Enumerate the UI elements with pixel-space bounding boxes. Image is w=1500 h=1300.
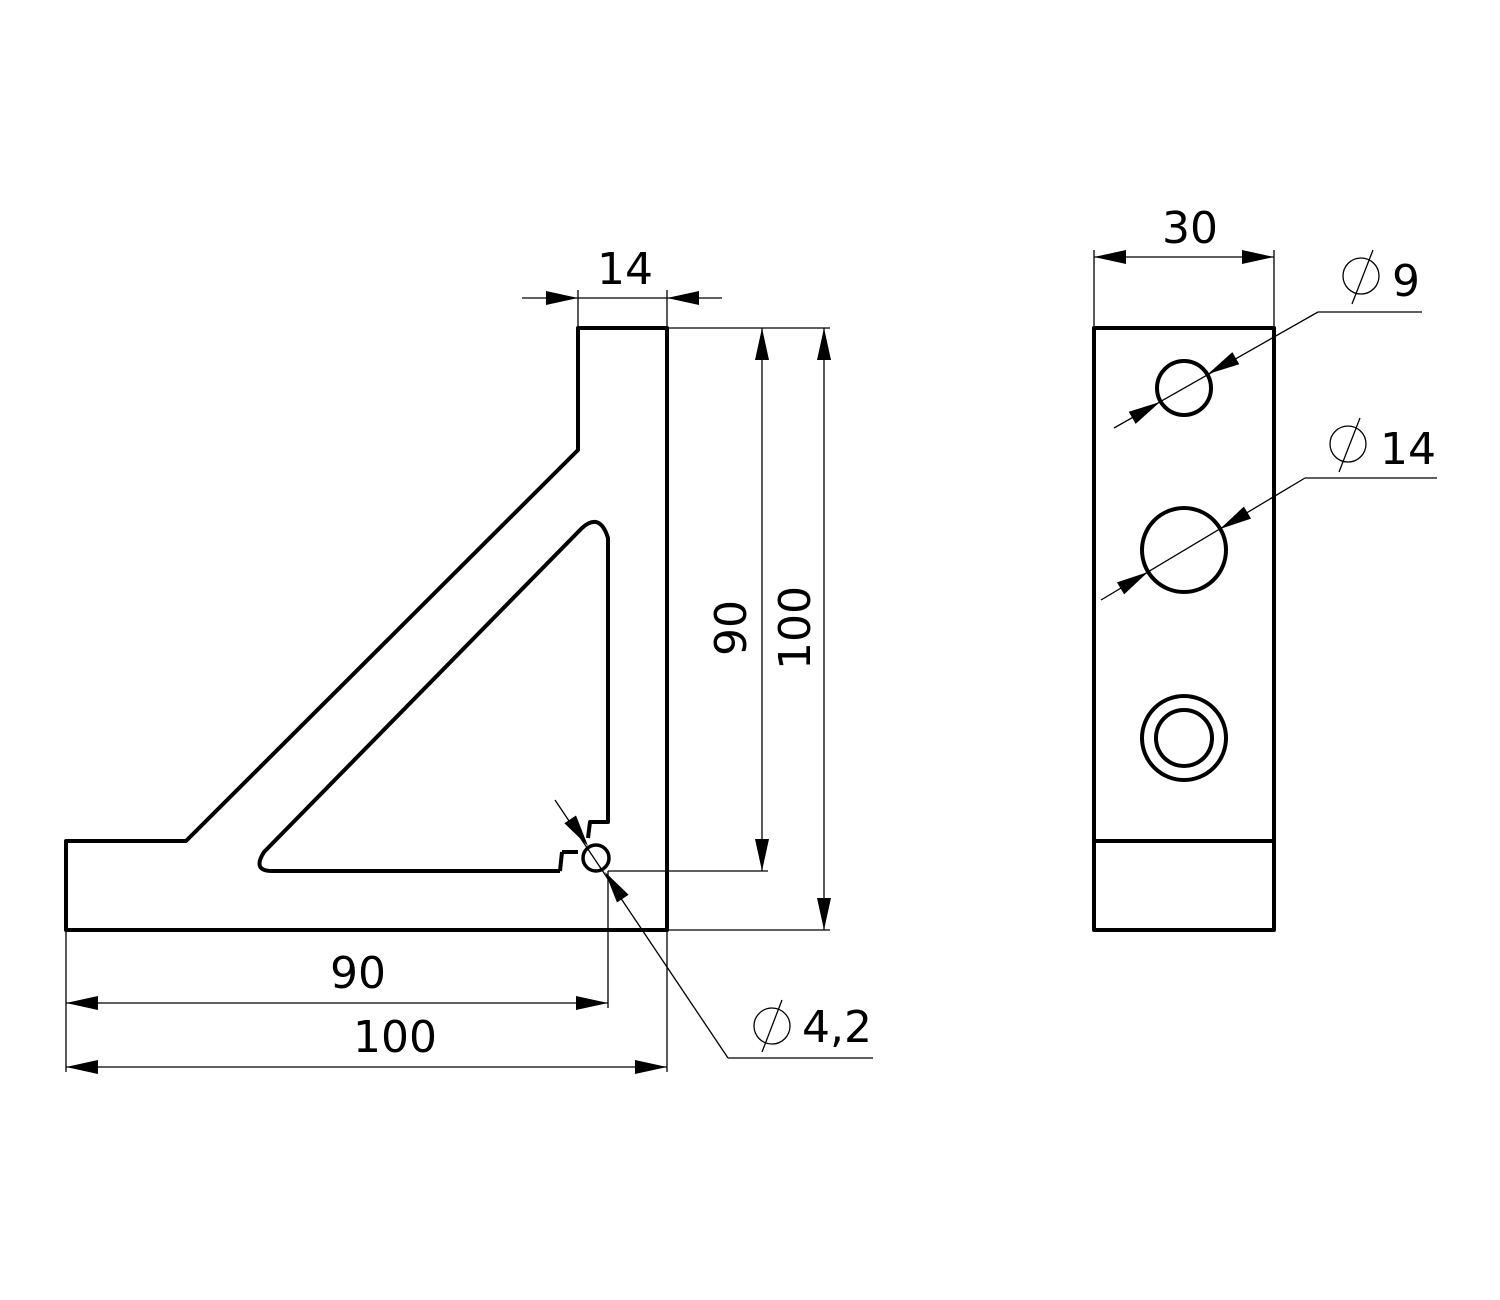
arrowhead — [817, 328, 831, 360]
hole-14 — [1140, 506, 1228, 594]
counterbore-outer — [1140, 694, 1228, 782]
arrowhead — [66, 1060, 98, 1074]
hole-9 — [1155, 359, 1213, 417]
arrowhead — [1220, 506, 1252, 529]
arrowhead — [576, 996, 608, 1010]
dim-100-vertical: 100 — [770, 586, 821, 670]
arrowhead — [1116, 572, 1148, 595]
diameter-symbol-icon — [1342, 249, 1380, 305]
arrowhead — [1094, 250, 1126, 264]
dim-100-horizontal: 100 — [353, 1012, 437, 1063]
bracket-cutout — [257, 519, 610, 873]
dim-90-horizontal: 90 — [330, 948, 386, 999]
arrowhead — [755, 839, 769, 871]
dim-14: 14 — [597, 244, 653, 295]
bracket-outline — [64, 326, 669, 932]
side-outline — [1092, 326, 1276, 932]
arrowhead — [667, 291, 699, 305]
front-view: 14 90 100 90 100 4,2 — [64, 244, 873, 1074]
dim-30: 30 — [1162, 203, 1218, 254]
arrowhead — [1208, 352, 1240, 374]
side-view: 30 9 14 — [1092, 203, 1437, 932]
small-hole — [581, 843, 611, 873]
dim-hole-9: 9 — [1392, 256, 1420, 307]
dim-90-vertical: 90 — [706, 600, 757, 656]
arrowhead — [635, 1060, 667, 1074]
diameter-symbol-icon — [1329, 417, 1367, 473]
diameter-symbol-icon — [753, 999, 791, 1053]
counterbore-inner — [1154, 708, 1214, 768]
arrowhead — [605, 872, 629, 903]
arrowhead — [564, 815, 588, 846]
arrowhead — [817, 898, 831, 930]
leader-line — [554, 799, 729, 1059]
arrowhead — [546, 291, 578, 305]
dim-hole-14: 14 — [1380, 424, 1436, 475]
arrowhead — [755, 328, 769, 360]
arrowhead — [1128, 402, 1160, 424]
arrowhead — [1242, 250, 1274, 264]
arrowhead — [66, 996, 98, 1010]
dim-hole-4-2: 4,2 — [802, 1002, 872, 1053]
